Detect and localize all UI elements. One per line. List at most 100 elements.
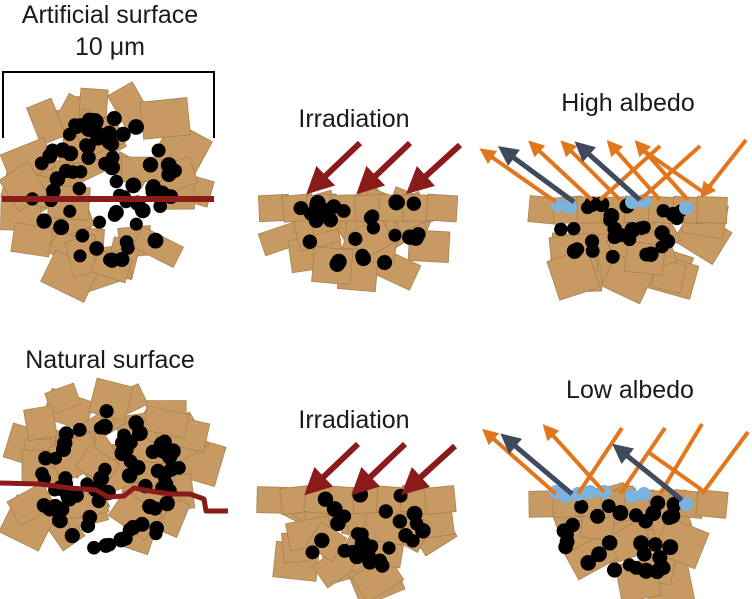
irradiation-label-bottom: Irradiation bbox=[298, 406, 410, 434]
black-particle bbox=[160, 157, 177, 174]
black-particle bbox=[570, 242, 585, 257]
black-particle bbox=[128, 119, 144, 135]
scale-bar-label: 10 μm bbox=[75, 33, 145, 61]
black-particle bbox=[159, 495, 175, 512]
black-particle bbox=[92, 215, 107, 229]
black-particle bbox=[365, 209, 380, 224]
black-particle bbox=[622, 232, 637, 247]
black-particle bbox=[142, 498, 158, 515]
black-particle bbox=[606, 562, 623, 578]
black-particle bbox=[355, 248, 370, 264]
mineral-grain bbox=[142, 405, 190, 439]
black-particle bbox=[151, 143, 166, 158]
mineral-grain bbox=[653, 516, 710, 570]
black-particle bbox=[348, 231, 363, 246]
black-particle bbox=[392, 514, 408, 529]
black-particle bbox=[146, 179, 161, 194]
black-particle bbox=[330, 253, 347, 270]
black-particle bbox=[131, 425, 148, 442]
scale-bar-bracket bbox=[2, 71, 215, 138]
black-particle bbox=[153, 199, 168, 214]
natural-cut-line bbox=[0, 480, 228, 514]
black-particle bbox=[75, 228, 90, 243]
black-particle bbox=[155, 443, 172, 459]
high-albedo-incoming-arrows bbox=[598, 138, 748, 202]
black-particle bbox=[660, 233, 676, 249]
black-particle bbox=[305, 545, 320, 560]
black-particle bbox=[574, 499, 589, 514]
black-particle bbox=[53, 219, 70, 236]
black-particle bbox=[308, 213, 324, 229]
black-particle bbox=[62, 127, 77, 142]
absorbed-spot bbox=[583, 485, 597, 499]
black-particle bbox=[49, 171, 66, 187]
black-particle bbox=[35, 466, 49, 481]
black-particle bbox=[591, 546, 607, 563]
black-particle bbox=[382, 541, 396, 555]
black-particle bbox=[89, 241, 104, 256]
black-particle bbox=[57, 435, 73, 451]
black-particle bbox=[134, 202, 151, 219]
black-particle bbox=[409, 516, 424, 531]
black-particle bbox=[612, 505, 629, 521]
low-albedo-reflected-arrows bbox=[482, 424, 684, 502]
mineral-grain bbox=[6, 481, 57, 527]
black-particle bbox=[114, 251, 130, 268]
black-particle bbox=[98, 462, 112, 477]
black-particle bbox=[666, 496, 683, 513]
black-particle bbox=[103, 253, 117, 267]
black-particle bbox=[115, 126, 131, 142]
black-particle bbox=[149, 526, 163, 541]
black-particle bbox=[87, 112, 103, 129]
black-particle bbox=[66, 165, 80, 179]
black-particle bbox=[622, 558, 637, 572]
black-particle bbox=[122, 522, 137, 537]
black-particle bbox=[81, 150, 96, 165]
grain-cluster-artificial-irradiated bbox=[527, 194, 733, 305]
mineral-grain bbox=[23, 404, 58, 442]
black-particle bbox=[585, 244, 600, 258]
black-particle bbox=[69, 488, 84, 503]
mineral-grain bbox=[25, 97, 67, 146]
black-particle bbox=[398, 528, 414, 543]
black-particle bbox=[38, 451, 53, 466]
low-albedo-label: Low albedo bbox=[566, 376, 694, 404]
absorbed-spot bbox=[679, 201, 693, 215]
black-particle bbox=[64, 528, 80, 544]
black-particle bbox=[125, 177, 142, 194]
black-particle bbox=[558, 539, 573, 555]
irradiation-arrows-bottom bbox=[304, 441, 458, 496]
black-particle bbox=[54, 502, 70, 517]
black-particle bbox=[645, 505, 662, 522]
black-particle bbox=[643, 246, 659, 262]
black-particle bbox=[159, 476, 174, 491]
black-particle bbox=[601, 535, 618, 551]
black-particle bbox=[603, 208, 620, 224]
black-particle bbox=[352, 486, 369, 503]
black-particle bbox=[113, 531, 129, 548]
high-albedo-reflected-arrows bbox=[479, 140, 690, 205]
black-particle bbox=[99, 404, 114, 419]
black-particle bbox=[388, 228, 402, 242]
black-particle bbox=[393, 488, 408, 503]
grain-cluster-natural-irradiated bbox=[528, 481, 729, 599]
black-particle bbox=[142, 157, 159, 173]
black-particle bbox=[402, 229, 418, 245]
black-particle bbox=[302, 234, 318, 250]
mineral-grain bbox=[425, 193, 459, 223]
black-particle bbox=[670, 211, 684, 226]
mineral-grain bbox=[423, 485, 457, 515]
black-particle bbox=[42, 500, 59, 517]
black-particle bbox=[129, 217, 143, 231]
black-particle bbox=[150, 463, 166, 479]
mineral-grain bbox=[347, 215, 396, 261]
black-particle bbox=[106, 111, 122, 127]
mineral-grain bbox=[546, 247, 601, 301]
black-particle bbox=[98, 156, 113, 171]
black-particle bbox=[52, 513, 68, 529]
black-particle bbox=[82, 509, 98, 525]
black-particle bbox=[634, 221, 648, 236]
black-particle bbox=[91, 493, 106, 509]
black-particle bbox=[314, 532, 330, 549]
